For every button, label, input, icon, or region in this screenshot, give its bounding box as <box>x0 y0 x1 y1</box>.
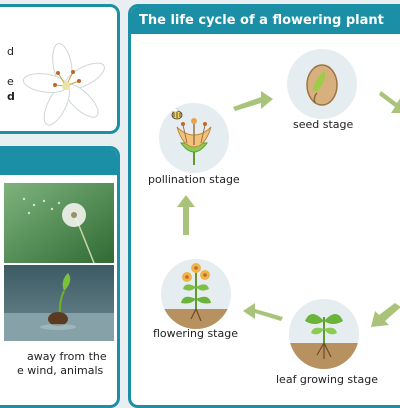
life-cycle-title: The life cycle of a flowering plant <box>131 7 400 34</box>
arrow-right-to-leaf <box>371 303 400 327</box>
intro-text-line-1: d <box>7 45 14 58</box>
sprouting-seed-photo <box>4 265 114 341</box>
life-cycle-panel: The life cycle of a flowering plant seed… <box>128 4 400 408</box>
arrow-flowering-to-pollination <box>177 195 195 235</box>
seed-stage-circle <box>287 49 357 119</box>
leaf-stage-label: leaf growing stage <box>276 373 378 386</box>
pollination-stage-circle <box>159 103 229 173</box>
leaf-stage-circle <box>289 299 359 369</box>
pollination-flower-icon <box>171 107 212 165</box>
intro-text-line-3: e <box>7 75 14 88</box>
flowering-stage-circle <box>161 259 231 329</box>
intro-text-line-4: d <box>7 90 15 103</box>
intro-panel: d e d <box>0 4 120 134</box>
seed-stage-label: seed stage <box>293 118 354 131</box>
leaf-plant-icon <box>289 314 359 369</box>
cycle-arrows <box>177 91 400 327</box>
arrow-seed-right <box>379 91 400 113</box>
dandelion-photo <box>4 183 114 264</box>
flowering-stage-label: flowering stage <box>153 327 238 340</box>
arrow-pollination-to-seed <box>233 91 273 111</box>
dispersal-header-bar <box>0 149 117 175</box>
lily-flower-image <box>22 43 105 126</box>
seed-icon <box>306 64 338 106</box>
flowering-plant-icon <box>161 263 231 329</box>
arrow-leaf-to-flowering <box>243 303 283 321</box>
dispersal-caption-line-2: e wind, animals <box>17 364 104 377</box>
pollination-stage-label: pollination stage <box>148 173 240 186</box>
dispersal-caption-line-1: away from the <box>27 350 107 363</box>
seed-dispersal-panel: away from the e wind, animals <box>0 146 120 408</box>
